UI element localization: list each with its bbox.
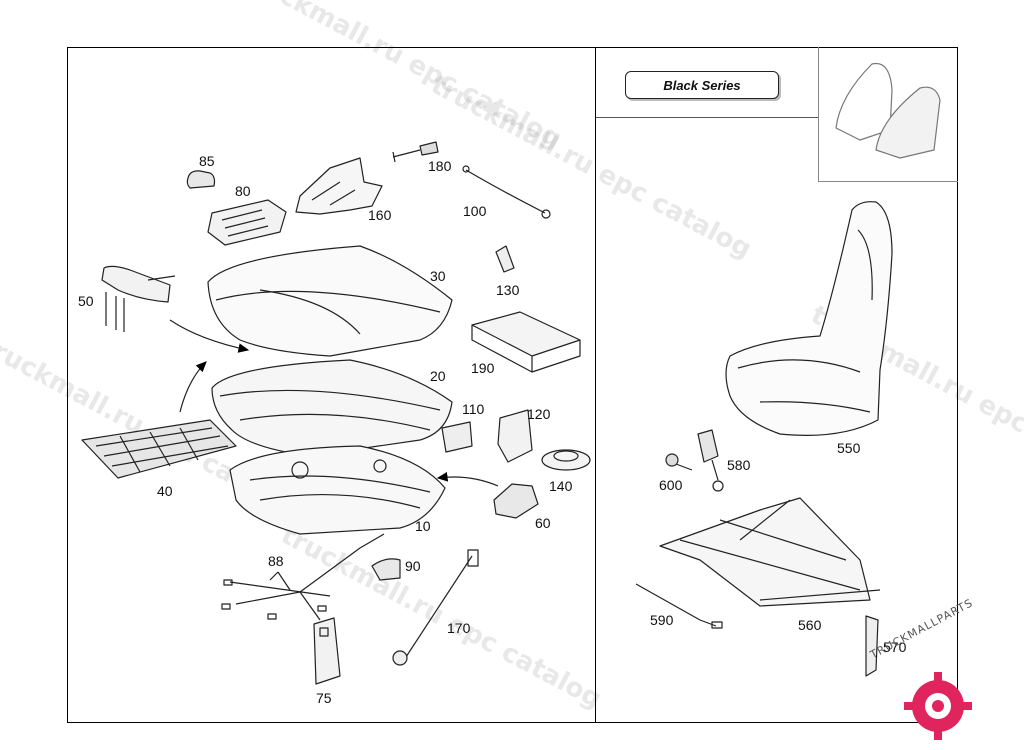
part-600-bolt (665, 453, 693, 471)
part-190-foam-pad (471, 311, 581, 373)
seat-location-inset (818, 47, 958, 182)
part-label: 88 (268, 553, 284, 569)
part-550-seat-assembly (725, 201, 893, 436)
diagram-frame (67, 47, 958, 723)
part-140-ring (541, 449, 591, 471)
part-10-seat-frame (229, 445, 446, 535)
part-75-cover (313, 617, 341, 685)
part-label: 30 (430, 268, 446, 284)
part-label: 140 (549, 478, 573, 494)
part-label: 570 (883, 639, 907, 655)
part-label: 50 (78, 293, 94, 309)
part-label: 180 (428, 158, 452, 174)
part-label: 10 (415, 518, 431, 534)
part-160-bracket (295, 157, 383, 215)
part-label: 20 (430, 368, 446, 384)
part-label: 60 (535, 515, 551, 531)
part-label: 600 (659, 477, 683, 493)
part-80-control-unit (207, 199, 287, 246)
part-560-seat-rails (659, 497, 881, 607)
part-60-handle (493, 483, 539, 519)
part-label: 170 (447, 620, 471, 636)
panel-divider (595, 47, 596, 723)
part-180-bolt (392, 141, 439, 163)
part-label: 190 (471, 360, 495, 376)
part-label: 90 (405, 558, 421, 574)
part-label: 130 (496, 282, 520, 298)
part-170-rod (392, 549, 479, 666)
series-badge: Black Series (625, 71, 779, 99)
inset-seat-sketch (835, 62, 941, 159)
part-30-cushion-cover (207, 245, 453, 357)
part-label: 75 (316, 690, 332, 706)
part-label: 40 (157, 483, 173, 499)
part-90-cap (371, 558, 401, 581)
part-label: 120 (527, 406, 551, 422)
part-110-clip (441, 421, 473, 453)
part-50-bracket (101, 265, 176, 332)
part-label: 590 (650, 612, 674, 628)
arrow-60-to-10 (436, 472, 499, 487)
header-divider (596, 117, 818, 118)
part-88-wiring-harness (221, 533, 385, 621)
arrow-40-to-20 (179, 361, 207, 413)
part-120-bracket (497, 409, 533, 463)
part-590-cable (635, 583, 723, 629)
part-130-clip (495, 245, 515, 273)
part-label: 100 (463, 203, 487, 219)
arrow-50-to-30 (169, 319, 250, 353)
part-85-clip (186, 170, 216, 189)
part-label: 550 (837, 440, 861, 456)
part-label: 85 (199, 153, 215, 169)
part-label: 560 (798, 617, 822, 633)
part-570-bracket (865, 615, 879, 677)
part-label: 580 (727, 457, 751, 473)
part-100-cable (462, 165, 551, 219)
part-label: 160 (368, 207, 392, 223)
part-40-seat-mat (81, 419, 237, 479)
part-label: 110 (462, 401, 485, 417)
part-label: 80 (235, 183, 251, 199)
part-20-cushion-foam (211, 359, 453, 457)
part-580-buckle (697, 429, 724, 492)
